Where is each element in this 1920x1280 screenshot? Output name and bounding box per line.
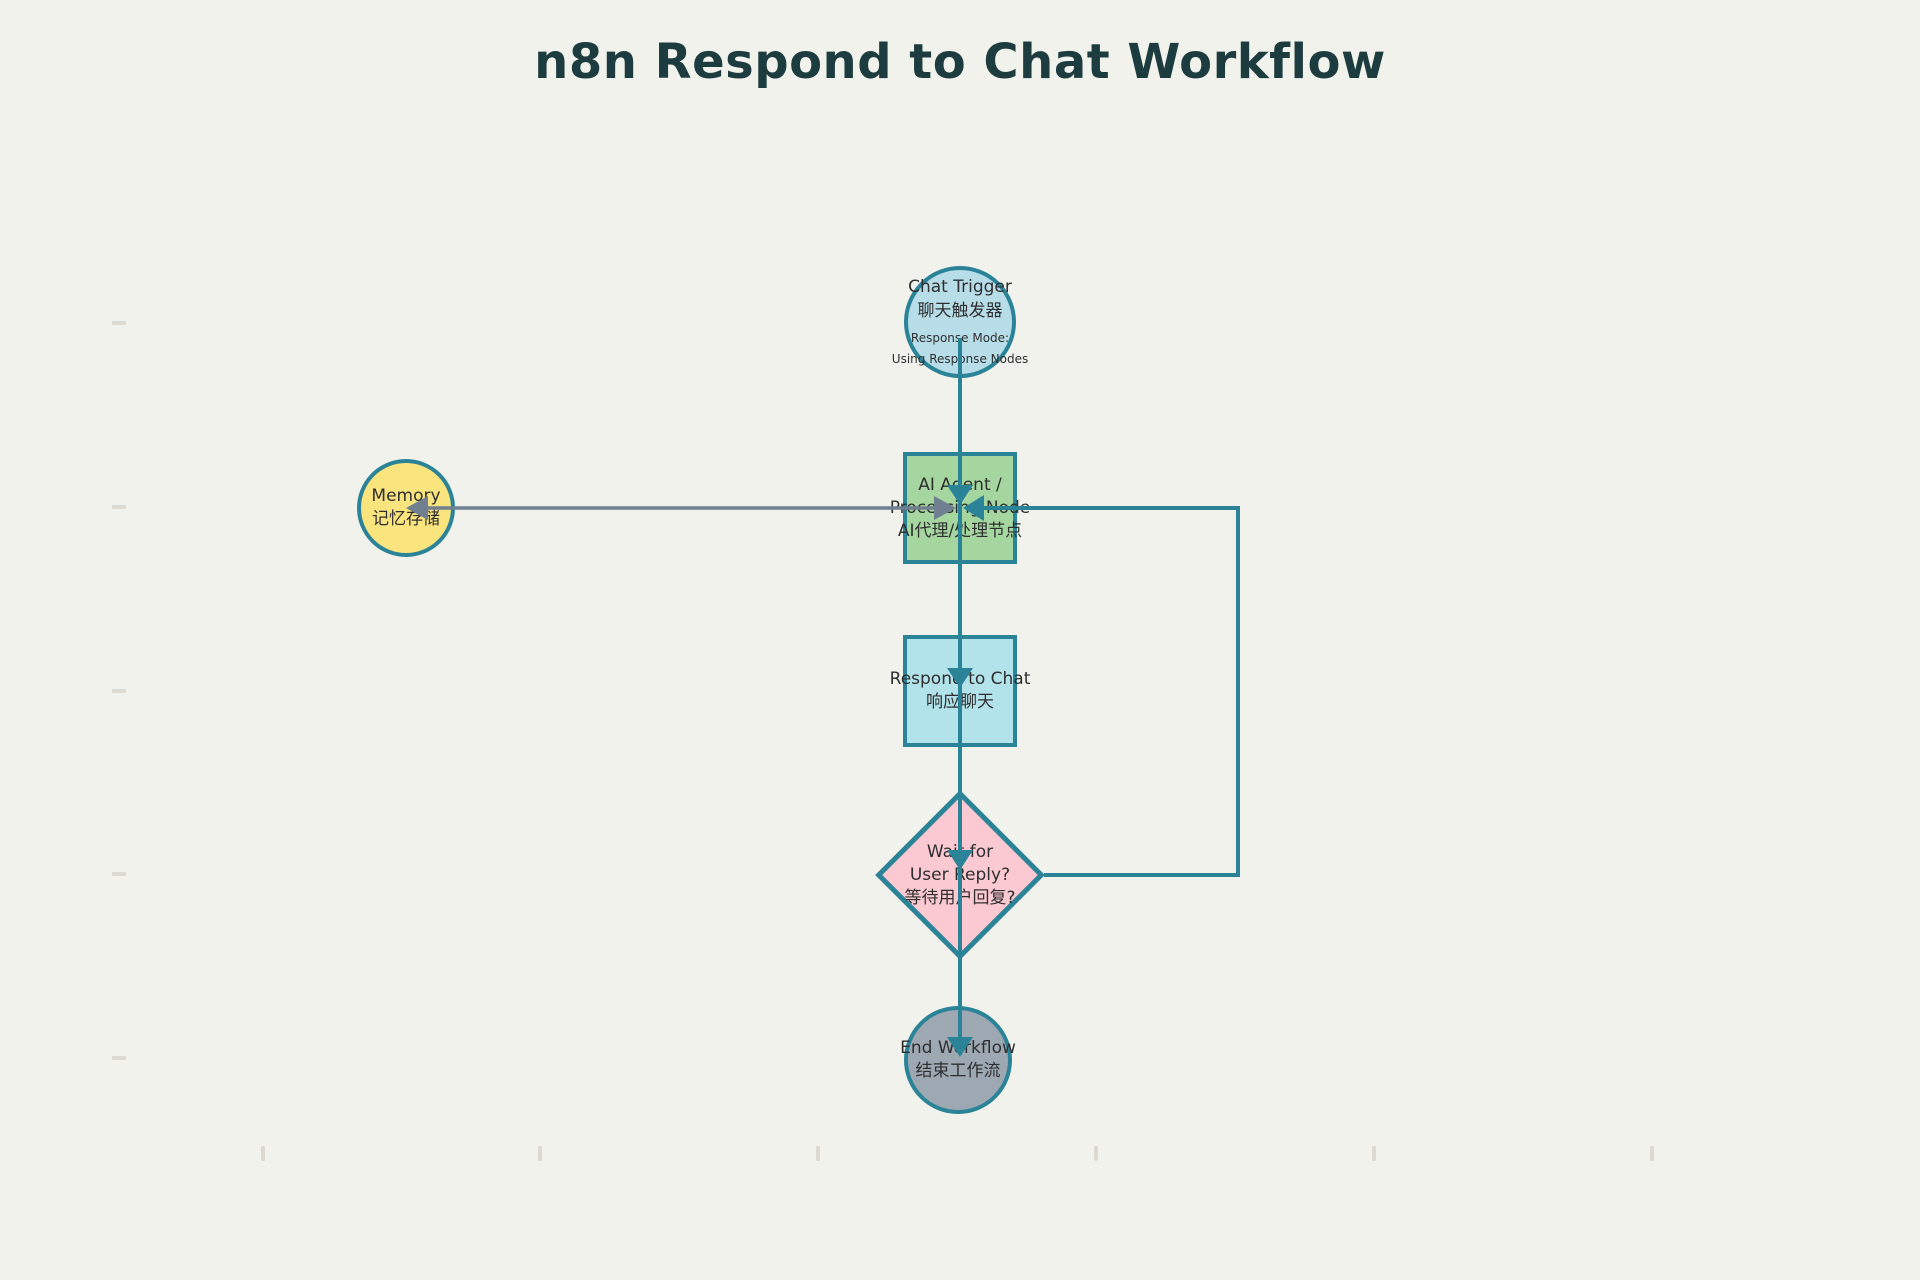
axis-tick: [112, 689, 126, 693]
axis-tick: [1094, 1146, 1098, 1161]
memory-label-en: Memory: [371, 486, 441, 506]
axis-tick: [1372, 1146, 1376, 1161]
wait-label-zh: 等待用户回复?: [904, 887, 1016, 908]
axis-tick: [538, 1146, 542, 1161]
axis-tick: [112, 321, 126, 325]
chat-trigger-label-en: Chat Trigger: [908, 276, 1012, 297]
node-respond-to-chat: Respond to Chat 响应聊天: [890, 635, 1030, 747]
node-wait-for-user-reply-label: Wait for User Reply? 等待用户回复?: [860, 825, 1060, 925]
ai-agent-line2: Processing Node: [889, 497, 1031, 518]
chat-trigger-label-zh: 聊天触发器: [917, 300, 1003, 321]
ai-agent-line1: AI Agent /: [918, 474, 1002, 495]
axis-tick: [112, 872, 126, 876]
axis-tick: [816, 1146, 820, 1161]
node-end-workflow: End Workflow 结束工作流: [900, 1006, 1016, 1114]
respond-label-zh: 响应聊天: [926, 692, 994, 712]
node-chat-trigger: Chat Trigger 聊天触发器 Response Mode: Using …: [892, 266, 1028, 378]
page-title: n8n Respond to Chat Workflow: [534, 34, 1386, 90]
wait-line2: User Reply?: [909, 864, 1011, 885]
node-ai-agent: AI Agent / Processing Node AI代理/处理节点: [890, 452, 1030, 564]
axis-tick: [112, 1056, 126, 1060]
ai-agent-label-zh: AI代理/处理节点: [897, 520, 1023, 541]
end-label-en: End Workflow: [900, 1038, 1016, 1058]
chat-trigger-sub1: Response Mode:: [910, 330, 1010, 345]
connector-loop-wait-to-ai-agent: [984, 506, 1240, 877]
end-label-zh: 结束工作流: [915, 1061, 1001, 1081]
node-memory: Memory 记忆存储: [357, 459, 455, 557]
respond-label-en: Respond to Chat: [889, 669, 1031, 689]
axis-tick: [112, 505, 126, 509]
axis-tick: [261, 1146, 265, 1161]
axis-tick: [1650, 1146, 1654, 1161]
chat-trigger-sub2: Using Response Nodes: [891, 351, 1029, 366]
memory-label-zh: 记忆存储: [372, 509, 440, 529]
wait-line1: Wait for: [926, 841, 994, 862]
